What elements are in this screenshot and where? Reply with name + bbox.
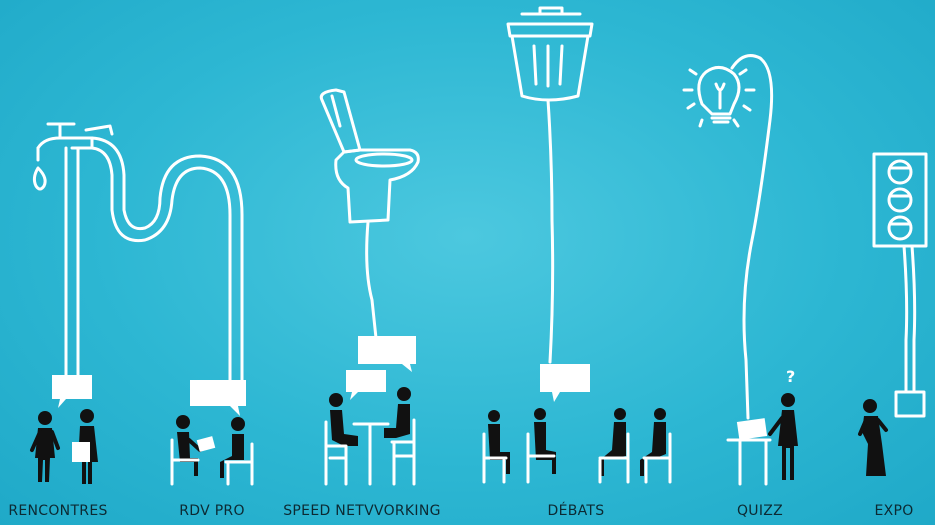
quizz-pipe bbox=[732, 56, 772, 418]
label-rencontres: RENCONTRES bbox=[8, 500, 107, 522]
label-debats: DÉBATS bbox=[548, 500, 605, 522]
speed-networking-people bbox=[326, 387, 414, 484]
light-bulb-icon bbox=[684, 67, 754, 126]
expo-person bbox=[860, 399, 886, 476]
label-speed-networking: SPEED NETVVORKING bbox=[283, 500, 441, 522]
rdv-pro-people bbox=[172, 415, 252, 484]
label-expo: EXPO bbox=[874, 500, 913, 522]
quizz-people: ? bbox=[728, 367, 798, 484]
rencontres-people bbox=[32, 409, 98, 484]
debats-people bbox=[484, 408, 670, 482]
rencontres-pipe bbox=[66, 138, 242, 380]
rdv-pro-speech-bubble bbox=[190, 380, 246, 416]
trash-can-icon bbox=[508, 8, 592, 100]
label-rdv-pro: RDV PRO bbox=[179, 500, 245, 522]
speed-networking-pipe bbox=[367, 222, 376, 338]
question-mark: ? bbox=[786, 367, 795, 386]
expo-pole bbox=[896, 246, 924, 416]
tap-icon bbox=[34, 124, 112, 189]
debats-speech-bubble bbox=[540, 364, 590, 402]
rencontres-speech-bubble bbox=[52, 375, 92, 408]
label-quizz: QUIZZ bbox=[737, 500, 783, 522]
debats-pipe bbox=[548, 100, 553, 362]
traffic-light-icon bbox=[874, 154, 926, 246]
toilet-icon bbox=[321, 90, 418, 222]
